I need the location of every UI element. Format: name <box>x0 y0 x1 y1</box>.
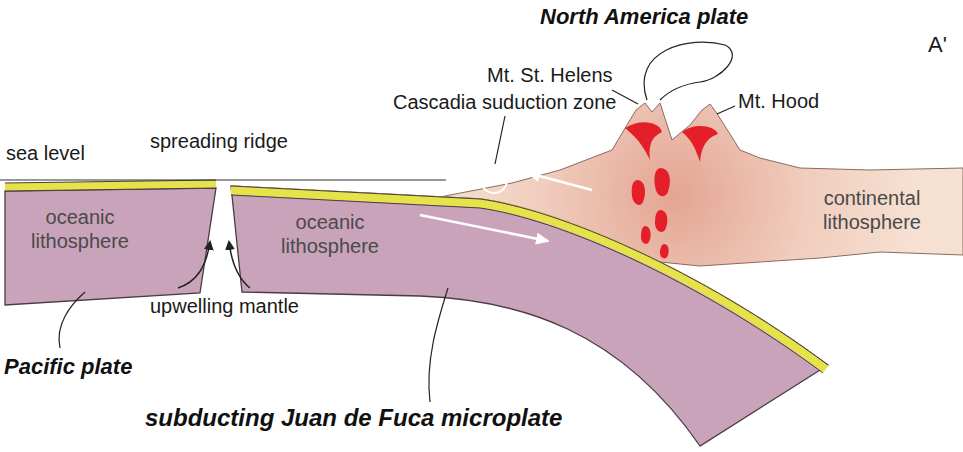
feature-label: Mt. Hood <box>738 90 819 113</box>
oceanic-crust <box>231 190 826 369</box>
leader-lines <box>59 42 735 402</box>
plate-name: Pacific plate <box>4 354 132 379</box>
feature-label: A' <box>928 32 947 57</box>
motion-arrow <box>420 215 548 241</box>
feature-label: upwelling mantle <box>150 295 299 318</box>
plate-name: subducting Juan de Fuca microplate <box>145 404 562 432</box>
pacific-plate <box>5 188 216 305</box>
plate-name: North America plate <box>540 4 748 29</box>
lithosphere-region: continental lithosphere <box>812 186 932 234</box>
upwelling-arrow <box>229 242 250 288</box>
magma-blobs <box>625 122 718 258</box>
feature-label: Mt. St. Helens <box>487 64 613 87</box>
motion-arrow <box>528 173 592 190</box>
oceanic-crust <box>5 184 216 187</box>
feature-label: spreading ridge <box>150 130 288 153</box>
upwelling-arrow <box>178 242 210 288</box>
zone-circle <box>481 167 507 193</box>
feature-label: Cascadia suduction zone <box>393 91 616 114</box>
region-label: oceanic lithosphere <box>255 210 405 258</box>
lithosphere-region: oceanic lithosphere <box>255 210 405 258</box>
region-label: oceanic lithosphere <box>10 205 150 253</box>
lithosphere-region: oceanic lithosphere <box>10 205 150 253</box>
feature-label: sea level <box>6 142 85 165</box>
sea-level-line <box>0 179 446 180</box>
region-label: continental lithosphere <box>812 186 932 234</box>
